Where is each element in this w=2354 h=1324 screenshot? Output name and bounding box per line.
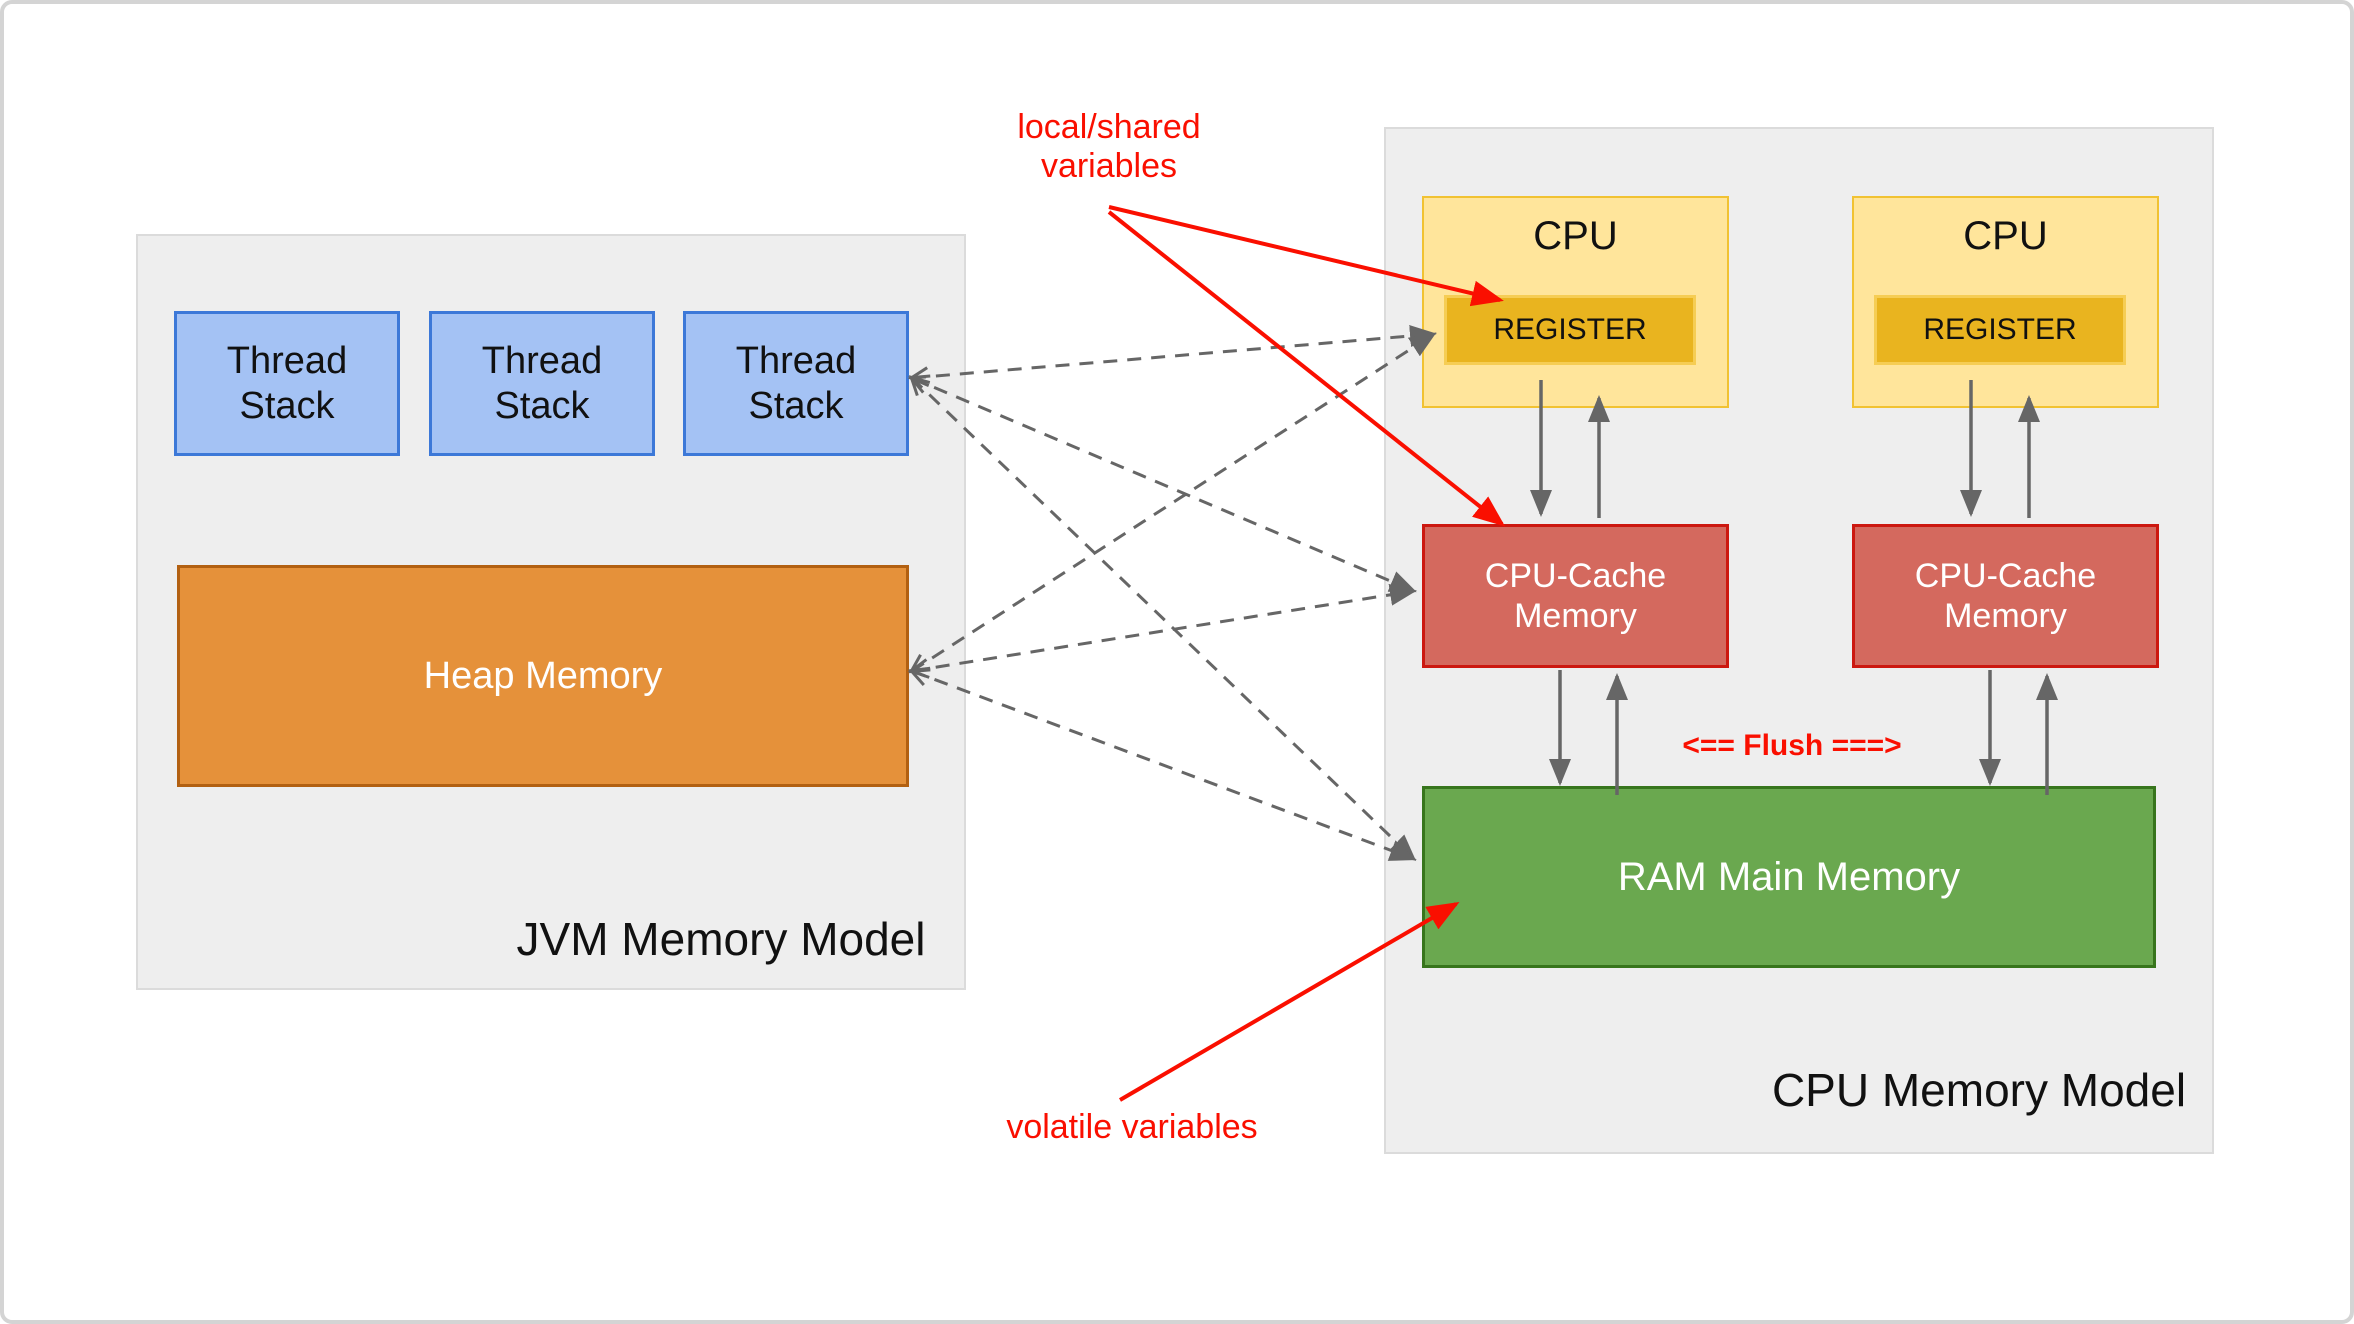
register-label: REGISTER <box>1493 313 1647 346</box>
cpu-label-1: CPU <box>1533 214 1618 258</box>
thread-stack-box-2: Thread Stack <box>429 311 655 456</box>
cpu-cache-label: CPU-Cache Memory <box>1484 556 1667 635</box>
volatile-variables-annotation: volatile variables <box>1006 1108 1258 1146</box>
ram-main-memory-box: RAM Main Memory <box>1422 786 2156 968</box>
thread-stack-box-1: Thread Stack <box>174 311 400 456</box>
register-box-1: REGISTER <box>1444 295 1696 365</box>
heap-memory-label: Heap Memory <box>423 654 663 697</box>
cpu-label-2: CPU <box>1963 214 2048 258</box>
cpu-cache-box-1: CPU-Cache Memory <box>1422 524 1729 668</box>
link-threadstack-register <box>907 325 1437 388</box>
jvm-panel-title: JVM Memory Model <box>516 913 926 965</box>
ram-label: RAM Main Memory <box>1617 854 1961 899</box>
cpu-cache-label: CPU-Cache Memory <box>1914 556 2097 635</box>
register-box-2: REGISTER <box>1874 295 2126 365</box>
thread-stack-label: Thread Stack <box>735 340 857 427</box>
flush-annotation: <== Flush ===> <box>1682 729 1902 762</box>
thread-stack-label: Thread Stack <box>481 340 603 427</box>
link-heap-ram <box>908 666 1417 861</box>
local-shared-variables-annotation: local/shared variables <box>1017 108 1201 185</box>
heap-memory-box: Heap Memory <box>177 565 909 787</box>
thread-stack-box-3: Thread Stack <box>683 311 909 456</box>
cpu-panel-title: CPU Memory Model <box>1771 1064 2187 1116</box>
link-threadstack-cache <box>908 374 1417 593</box>
link-heap-cache <box>907 583 1417 679</box>
register-label: REGISTER <box>1923 313 2077 346</box>
thread-stack-label: Thread Stack <box>226 340 348 427</box>
link-heap-register <box>908 332 1437 674</box>
link-threadstack-ram <box>908 375 1417 862</box>
cpu-cache-box-2: CPU-Cache Memory <box>1852 524 2159 668</box>
dashed-links <box>907 325 1437 862</box>
